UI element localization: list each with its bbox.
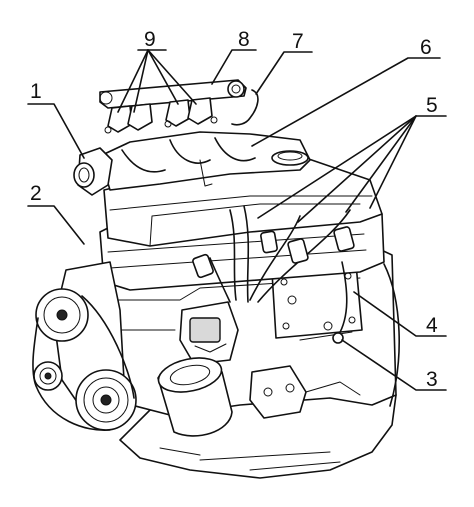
engine-illustration	[32, 79, 400, 479]
callout-lines	[27, 49, 447, 391]
drive-belt	[32, 295, 135, 431]
oil-pressure-sensor	[332, 332, 344, 344]
fuel-line	[231, 89, 259, 126]
water-pump-pulley	[35, 288, 89, 342]
dipstick-tube	[337, 261, 348, 337]
crankshaft-pulley	[75, 369, 137, 431]
oil-filler-cap	[271, 150, 309, 166]
flywheel-housing	[383, 263, 400, 407]
oil-filter	[157, 357, 233, 437]
callout-8: 8	[238, 28, 250, 51]
callout-5: 5	[426, 94, 438, 117]
spark-plug-wires	[192, 205, 355, 303]
callout-4: 4	[426, 314, 438, 337]
callout-labels: 1 2 3 4 5 6 7 8 9	[30, 28, 438, 391]
callout-2: 2	[30, 182, 42, 205]
callout-7: 7	[292, 30, 304, 53]
callout-9: 9	[144, 28, 156, 51]
alternator-pulley	[33, 361, 63, 391]
callout-3: 3	[426, 368, 438, 391]
fuel-rail-assembly	[99, 79, 259, 134]
callout-1: 1	[30, 80, 42, 103]
intake-manifold	[99, 131, 311, 191]
engine-mount	[249, 365, 307, 419]
callout-6: 6	[420, 36, 432, 59]
